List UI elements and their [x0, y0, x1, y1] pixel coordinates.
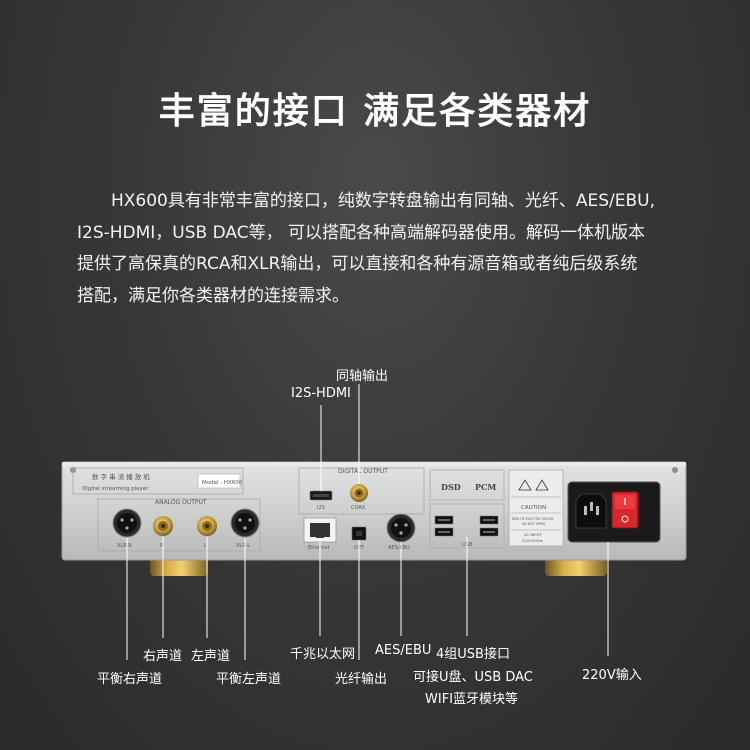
callout-coax: 同轴输出	[336, 369, 389, 384]
callout-usb-sub2: WIFI蓝牙模块等	[425, 692, 518, 707]
caution-label: CAUTION RISK OF ELECTRIC SHOCK DO NOT OP…	[508, 469, 564, 547]
page-title: 丰富的接口 满足各类器材	[158, 91, 592, 132]
description-line-2: I2S-HDMI，USB DAC等， 可以搭配各种高端解码器使用。解码一体机版本	[77, 222, 646, 243]
do-not-open-text: DO NOT OPEN	[522, 522, 545, 526]
ethernet-text: Ethernet	[308, 545, 330, 551]
coax-port[interactable]	[350, 484, 368, 502]
xlr-left-port[interactable]	[230, 508, 260, 538]
callout-power: 220V输入	[582, 668, 642, 683]
power-switch[interactable]	[611, 491, 639, 529]
callout-xlr-left: 平衡左声道	[216, 672, 282, 687]
description-line-3: 提供了高保真的RCA和XLR输出，可以直接和各种有源音箱或者纯后级系统	[77, 254, 638, 274]
dsd-logo: DSD	[441, 482, 461, 492]
callout-xlr-right: 平衡右声道	[97, 672, 163, 687]
rca-right-port[interactable]	[153, 516, 173, 536]
ac-input-text: AC INPUT	[524, 532, 542, 537]
foot-right	[545, 556, 607, 576]
aes-text: AES/EBU	[388, 545, 410, 551]
description-line-4: 搭配，满足你各类器材的连接需求。	[77, 285, 349, 306]
usb-port-3[interactable]	[479, 515, 499, 525]
digital-output-text: DIGITAL OUTPUT	[338, 468, 388, 475]
usb-port-1[interactable]	[434, 515, 454, 525]
callout-rca-left: 左声道	[191, 649, 231, 664]
rca-left-port[interactable]	[197, 516, 217, 536]
model-text: Model : HX600	[202, 480, 243, 486]
aes-ebu-port[interactable]	[386, 513, 416, 543]
callout-optical: 光纤输出	[335, 672, 388, 687]
callout-rca-right: 右声道	[143, 649, 183, 664]
description: HX600具有非常丰富的接口，纯数字转盘输出有同轴、光纤、AES/EBU, I2…	[77, 186, 689, 312]
xlr-l-text: XLR-L	[236, 543, 250, 549]
optical-port[interactable]	[351, 526, 367, 541]
rca-l-text: L	[204, 543, 207, 549]
coax-text: COAX	[351, 505, 366, 511]
i2s-text: I2S	[317, 505, 325, 511]
caution-text: CAUTION	[521, 505, 546, 511]
brand-en-text: Digital streaming player	[82, 486, 149, 492]
callout-ethernet: 千兆以太网	[290, 647, 356, 662]
ethernet-port[interactable]	[303, 517, 337, 543]
callout-lines	[126, 384, 609, 660]
foot-left	[150, 556, 208, 576]
analog-output-text: ANALOG OUTPUT	[155, 499, 207, 506]
callout-usb-sub1: 可接U盘、USB DAC	[413, 670, 533, 685]
rca-r-text: R	[160, 543, 164, 549]
xlr-right-port[interactable]	[112, 508, 142, 538]
usb-port-4[interactable]	[479, 527, 499, 537]
callout-i2s-hdmi: I2S-HDMI	[291, 386, 351, 401]
callout-aes-ebu: AES/EBU	[375, 643, 432, 658]
risk-text: RISK OF ELECTRIC SHOCK	[512, 517, 554, 521]
callout-usb: 4组USB接口	[436, 647, 510, 662]
i2s-hdmi-port[interactable]	[309, 490, 333, 501]
description-line-1: HX600具有非常丰富的接口，纯数字转盘输出有同轴、光纤、AES/EBU,	[111, 191, 656, 211]
xlr-r-text: XLR-R	[117, 543, 132, 549]
pcm-logo: PCM	[475, 482, 496, 492]
ac-spec-text: 220V/50Hz	[522, 538, 543, 543]
usb-port-2[interactable]	[434, 527, 454, 537]
brand-cn-text: 数 字 串 流 播 放 机	[92, 472, 150, 481]
